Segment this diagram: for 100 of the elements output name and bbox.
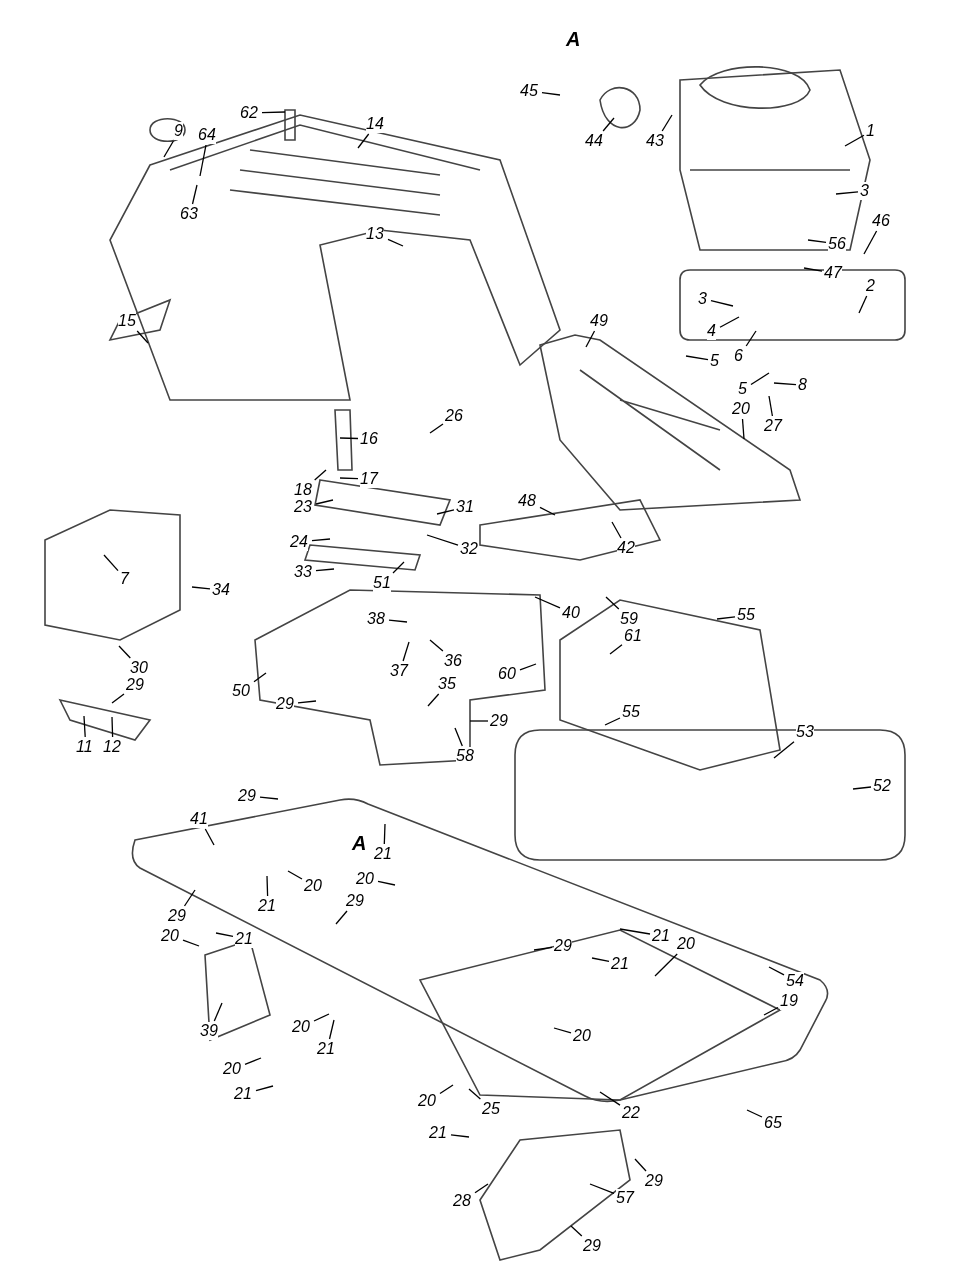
leader-line (118, 645, 131, 659)
leader-line (313, 1013, 330, 1022)
leader-line (605, 596, 620, 610)
leader-line (215, 932, 234, 938)
leader-line (439, 1084, 454, 1095)
leader-line (191, 184, 198, 205)
leader-line (654, 953, 678, 977)
callout-number: 24 (290, 533, 308, 551)
leader-line (314, 469, 327, 481)
callout-number: 64 (198, 126, 216, 144)
leader-line (429, 423, 444, 434)
leader-line (746, 1109, 763, 1118)
leader-line (852, 786, 872, 790)
leader-line (768, 966, 785, 976)
leader-line (111, 716, 114, 738)
leader-line (844, 134, 865, 147)
leader-line (685, 355, 709, 361)
leader-line (297, 700, 317, 704)
leader-line (858, 295, 868, 314)
leader-line (773, 382, 797, 386)
leader-line (339, 477, 359, 480)
callout-number: 56 (828, 235, 846, 253)
leader-line (266, 875, 269, 897)
leader-line (763, 1006, 779, 1016)
leader-line (609, 644, 623, 655)
leader-line (570, 1225, 583, 1237)
callout-number: 21 (235, 930, 253, 948)
leader-line (474, 1183, 489, 1194)
leader-line (136, 330, 149, 344)
leader-line (750, 372, 770, 386)
leader-line (773, 741, 795, 759)
leader-line (315, 568, 335, 572)
leader-line (287, 870, 303, 880)
leader-line (163, 140, 175, 158)
leader-line (599, 1091, 621, 1106)
leader-line (204, 828, 215, 846)
leader-line (377, 880, 396, 886)
leader-line (602, 117, 615, 132)
leader-line (710, 300, 734, 307)
leader-line (311, 538, 331, 542)
leader-line (191, 586, 211, 590)
leader-line (553, 1027, 572, 1034)
leader-line (339, 437, 359, 440)
leader-line (402, 641, 410, 662)
leader-line (541, 91, 561, 96)
leader-line (199, 144, 207, 177)
leader-line (255, 1085, 274, 1092)
leader-line (436, 509, 455, 515)
leader-line (661, 114, 673, 132)
leader-line (182, 939, 200, 947)
callout-number: 9 (174, 122, 183, 140)
callout-number: 4 (707, 322, 716, 340)
callout-number: 3 (860, 182, 869, 200)
leader-line (426, 534, 459, 546)
leader-line (585, 330, 596, 348)
leader-line (213, 1002, 223, 1022)
callout-number: 51 (373, 574, 391, 592)
leader-line (803, 267, 823, 272)
callout-number: 58 (456, 747, 474, 765)
leader-line (253, 672, 267, 683)
leader-line (589, 1183, 615, 1194)
leader-line (261, 111, 286, 114)
leader-line (611, 521, 622, 539)
leader-line (741, 418, 745, 440)
callout-number: 39 (200, 1022, 218, 1040)
leader-line (768, 395, 774, 417)
leader-line (392, 561, 405, 574)
leader-line (716, 616, 736, 620)
leader-line (534, 596, 561, 609)
leader-line (357, 133, 370, 149)
leader-line (383, 823, 386, 845)
leader-line (315, 499, 334, 505)
section-mark: A (566, 30, 581, 48)
leader-line (533, 946, 553, 951)
leader-line (454, 727, 463, 747)
leader-line (835, 191, 859, 195)
leader-line (83, 715, 86, 738)
leader-line (634, 1158, 647, 1172)
callout-number: 41 (190, 810, 208, 828)
leader-line (328, 1019, 335, 1040)
leader-line (591, 957, 610, 963)
leader-line (469, 720, 489, 722)
leader-line (604, 717, 621, 726)
leader-line (103, 554, 119, 572)
leader-line (388, 619, 408, 623)
leader-line (468, 1088, 482, 1100)
leader-line (450, 1134, 470, 1138)
leader-line (244, 1057, 262, 1066)
leader-line (111, 693, 125, 704)
leader-line (619, 928, 651, 935)
leader-line (335, 910, 348, 925)
callout-number: 19 (780, 992, 798, 1010)
leader-line (387, 238, 404, 247)
leader-line (519, 663, 537, 671)
callout-number: 14 (366, 115, 384, 133)
leader-line (807, 239, 827, 244)
leader-line (539, 506, 556, 516)
leader-line (427, 693, 440, 707)
leader-line (719, 316, 740, 328)
leader-line (745, 330, 757, 347)
